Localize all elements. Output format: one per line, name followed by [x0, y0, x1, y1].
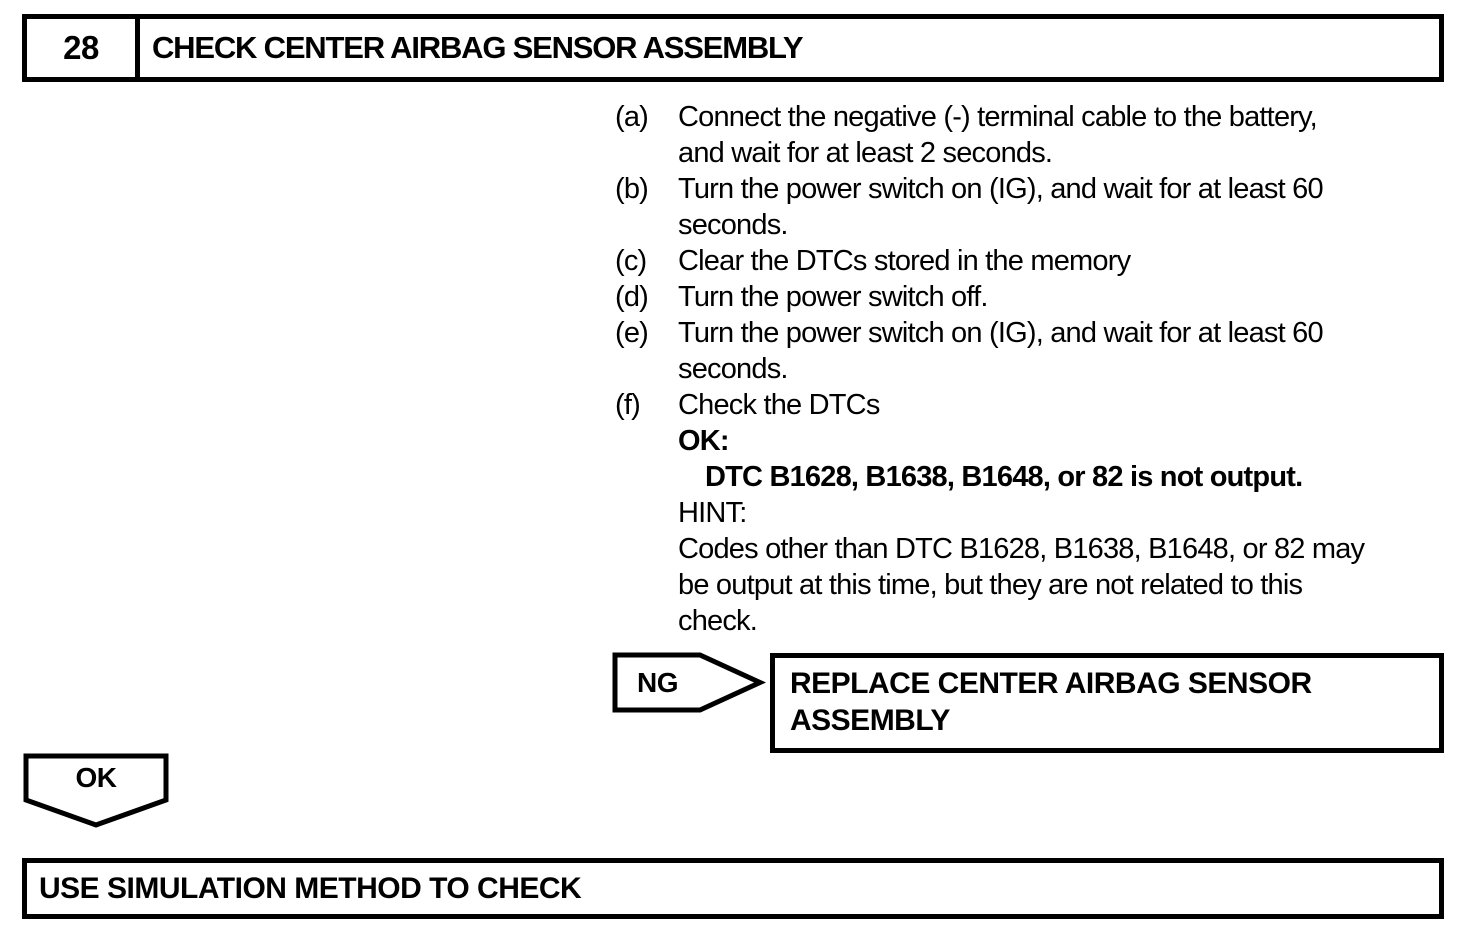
ok-criteria-heading: OK:	[678, 425, 730, 457]
step-label: (c)	[615, 245, 647, 277]
step-text: Clear the DTCs stored in the memory	[678, 245, 1131, 277]
step-title: CHECK CENTER AIRBAG SENSOR ASSEMBLY	[152, 30, 804, 65]
step-label: (b)	[615, 173, 649, 205]
result-body: OK: DTC B1628, B1638, B1648, or 82 is no…	[678, 423, 1468, 639]
ng-action-box: REPLACE CENTER AIRBAG SENSOR ASSEMBLY	[770, 653, 1444, 753]
ok-branch-label: OK	[75, 762, 118, 793]
step-text: Check the DTCs	[678, 389, 880, 421]
ok-down-arrow-shape	[23, 753, 169, 828]
ok-action-box: USE SIMULATION METHOD TO CHECK	[22, 858, 1444, 919]
step-label: (f)	[615, 389, 641, 421]
step-label: (d)	[615, 281, 649, 313]
procedure-list: (a) Connect the negative (-) terminal ca…	[615, 99, 1468, 639]
step-text: Turn the power switch off.	[678, 281, 988, 313]
hint-heading: HINT:	[678, 497, 747, 529]
step-header-box: 28 CHECK CENTER AIRBAG SENSOR ASSEMBLY	[22, 14, 1444, 82]
hint-text: Codes other than DTC B1628, B1638, B1648…	[678, 533, 1365, 637]
procedure-step-c: (c) Clear the DTCs stored in the memory	[615, 243, 1468, 279]
step-text: Turn the power switch on (IG), and wait …	[678, 173, 1324, 241]
procedure-step-e: (e) Turn the power switch on (IG), and w…	[615, 315, 1468, 387]
ng-arrow-shape	[612, 652, 767, 713]
step-label: (e)	[615, 317, 649, 349]
step-text: Connect the negative (-) terminal cable …	[678, 101, 1318, 169]
check-result-block: OK: DTC B1628, B1638, B1648, or 82 is no…	[615, 423, 1468, 639]
step-number: 28	[27, 19, 140, 77]
procedure-step-a: (a) Connect the negative (-) terminal ca…	[615, 99, 1468, 171]
ng-branch-label: NG	[637, 666, 679, 698]
ok-criteria-text: DTC B1628, B1638, B1648, or 82 is not ou…	[705, 461, 1303, 493]
step-text: Turn the power switch on (IG), and wait …	[678, 317, 1324, 385]
result-indent	[615, 423, 678, 639]
step-label: (a)	[615, 101, 649, 133]
procedure-step-b: (b) Turn the power switch on (IG), and w…	[615, 171, 1468, 243]
procedure-step-f: (f) Check the DTCs	[615, 387, 1468, 423]
procedure-step-d: (d) Turn the power switch off.	[615, 279, 1468, 315]
